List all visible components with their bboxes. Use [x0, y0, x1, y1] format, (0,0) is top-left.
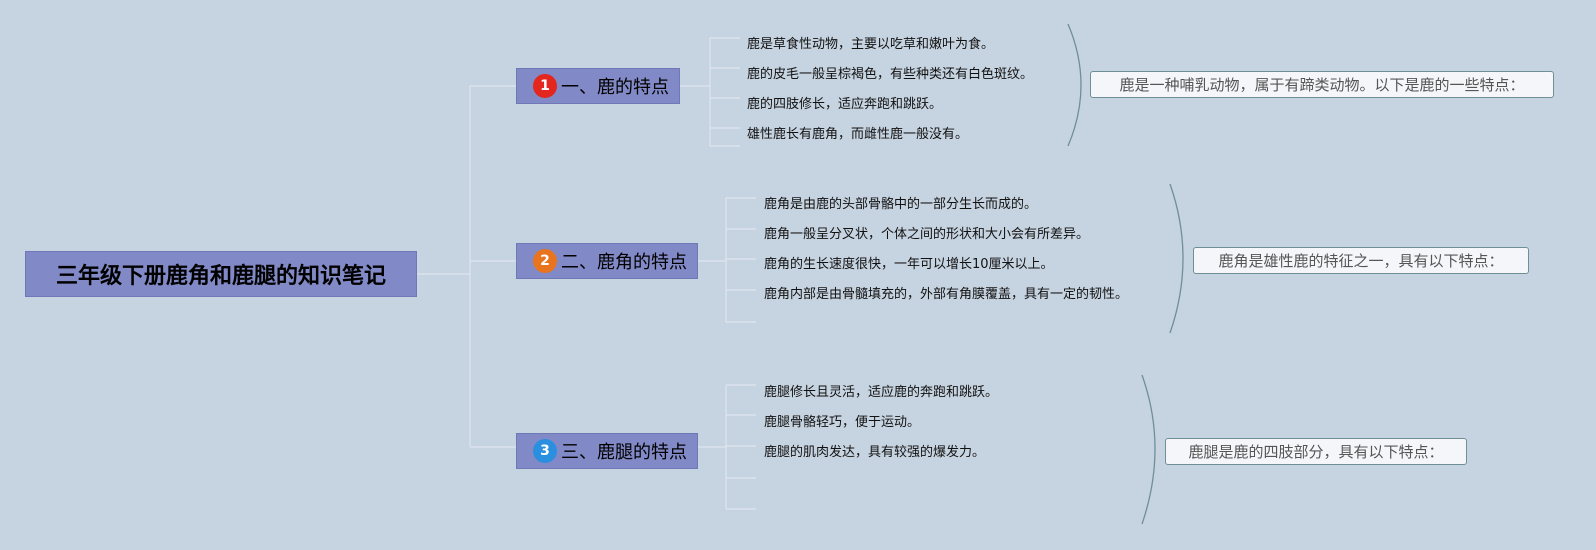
summary-box[interactable]: 鹿腿是鹿的四肢部分，具有以下特点：	[1165, 438, 1467, 465]
leaf-item[interactable]: 鹿腿修长且灵活，适应鹿的奔跑和跳跃。	[764, 385, 999, 400]
leaf-item[interactable]: 鹿角一般呈分叉状，个体之间的形状和大小会有所差异。	[764, 227, 1090, 242]
leaf-item[interactable]: 鹿腿骨骼轻巧，便于运动。	[764, 415, 921, 430]
summary-brace-2	[1169, 183, 1184, 334]
number-badge: 3	[533, 439, 557, 463]
root-topic[interactable]: 三年级下册鹿角和鹿腿的知识笔记	[25, 251, 417, 297]
summary-brace-1	[1067, 23, 1082, 147]
branch-leg-features[interactable]: 3 三、鹿腿的特点	[516, 433, 698, 469]
number-badge: 2	[533, 249, 557, 273]
leaf-item[interactable]: 鹿的皮毛一般呈棕褐色，有些种类还有白色斑纹。	[747, 67, 1034, 82]
leaf-item[interactable]: 鹿角内部是由骨髓填充的，外部有角膜覆盖，具有一定的韧性。	[764, 287, 1129, 302]
branch-label: 三、鹿腿的特点	[561, 442, 687, 463]
leaf-item[interactable]: 雄性鹿长有鹿角，而雌性鹿一般没有。	[747, 127, 969, 142]
leaf-item[interactable]: 鹿是草食性动物，主要以吃草和嫩叶为食。	[747, 37, 995, 52]
leaf-item[interactable]: 鹿腿的肌肉发达，具有较强的爆发力。	[764, 445, 986, 460]
branch-antler-features[interactable]: 2 二、鹿角的特点	[516, 243, 698, 279]
number-badge: 1	[533, 74, 557, 98]
leaf-item[interactable]: 鹿角是由鹿的头部骨骼中的一部分生长而成的。	[764, 197, 1038, 212]
leaf-item[interactable]: 鹿角的生长速度很快，一年可以增长10厘米以上。	[764, 257, 1054, 272]
branch-deer-features[interactable]: 1 一、鹿的特点	[516, 68, 680, 104]
leaf-item[interactable]: 鹿的四肢修长，适应奔跑和跳跃。	[747, 97, 943, 112]
branch-label: 二、鹿角的特点	[561, 252, 687, 273]
summary-brace-3	[1141, 374, 1156, 525]
summary-box[interactable]: 鹿角是雄性鹿的特征之一，具有以下特点：	[1193, 247, 1529, 274]
summary-box[interactable]: 鹿是一种哺乳动物，属于有蹄类动物。以下是鹿的一些特点：	[1090, 71, 1554, 98]
branch-label: 一、鹿的特点	[561, 77, 669, 98]
